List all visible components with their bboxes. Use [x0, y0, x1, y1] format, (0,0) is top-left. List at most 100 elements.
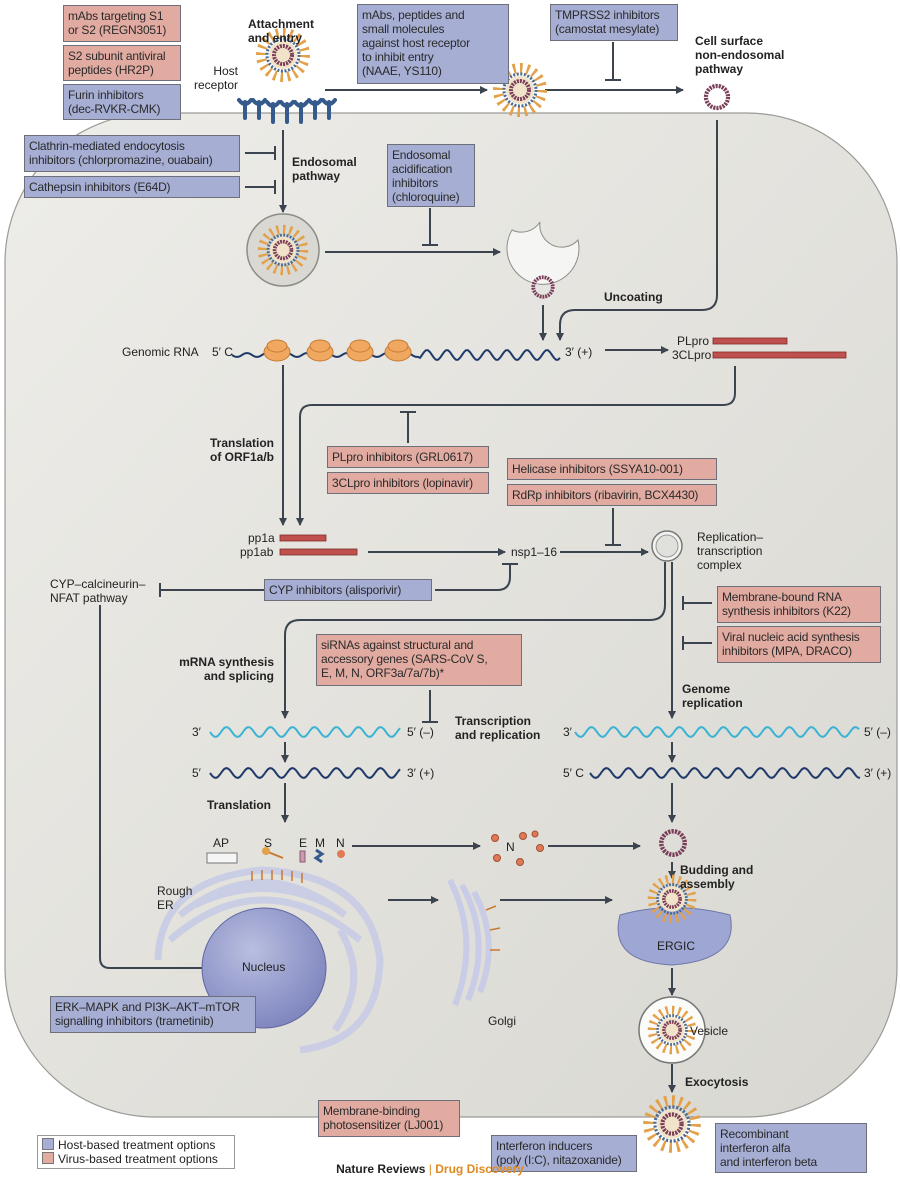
plpro-bar: [712, 337, 788, 345]
label-exocytosis: Exocytosis: [685, 1075, 749, 1089]
rough-er: [154, 866, 384, 1054]
box-host-receptor-blockers: mAbs, peptides and small molecules again…: [357, 4, 509, 84]
box-recombinant-interferon: Recombinant interferon alfa and interfer…: [715, 1123, 867, 1173]
arrow-from-3clpro: [296, 366, 736, 526]
label-n-free: N: [506, 840, 515, 854]
label-attachment: Attachment and entry: [248, 17, 315, 45]
box-tmprss2-inhibitors: TMPRSS2 inhibitors (camostat mesylate): [550, 4, 678, 41]
label-genome-replication: Genome replication: [682, 682, 743, 710]
label-plpro: PLpro: [677, 334, 710, 348]
label-rtc: Replication– transcription complex: [697, 530, 764, 572]
label-left-pos-3: 3′ (+): [407, 766, 435, 780]
label-e: E: [299, 836, 308, 850]
label-mrna-synthesis: mRNA synthesis and splicing: [179, 655, 274, 683]
legend-host-swatch: [42, 1138, 54, 1150]
box-acidification-inhibitors: Endosomal acidification inhibitors (chlo…: [387, 144, 475, 207]
arrow-surface-uncoating: [556, 120, 718, 341]
positive-strand-right: [589, 767, 861, 779]
negative-strand-left: [209, 726, 401, 738]
3clpro-bar: [712, 351, 847, 359]
box-cathepsin-inhibitors: Cathepsin inhibitors (E64D): [24, 176, 240, 198]
box-helicase-inhibitors: Helicase inhibitors (SSYA10-001): [507, 458, 717, 480]
label-right-neg-3: 3′: [563, 725, 572, 739]
rtc-inner-membrane: [655, 534, 679, 558]
box-3clpro-inhibitors: 3CLpro inhibitors (lopinavir): [327, 472, 489, 494]
label-budding: Budding and assembly: [680, 863, 754, 891]
footer-publisher: Nature Reviews: [336, 1162, 426, 1176]
sirna-inhibition: [422, 690, 438, 723]
label-s: S: [264, 836, 273, 850]
label-genomic-5c: 5′ C: [212, 345, 233, 359]
box-clathrin-inhibitors: Clathrin-mediated endocytosis inhibitors…: [24, 135, 240, 172]
label-m: M: [315, 836, 325, 850]
label-translation: Translation: [207, 798, 272, 812]
box-sirnas: siRNAs against structural and accessory …: [316, 634, 522, 686]
envelope-protein: [299, 850, 306, 863]
box-plpro-inhibitors: PLpro inhibitors (GRL0617): [327, 446, 489, 468]
label-translation-orf: Translation of ORF1a/b: [209, 436, 274, 464]
box-rdrp-inhibitors: RdRp inhibitors (ribavirin, BCX4430): [507, 484, 717, 506]
label-left-neg-5: 5′ (–): [407, 725, 434, 739]
box-cyp-inhibitors: CYP inhibitors (alisporivir): [264, 579, 432, 601]
box-interferon-inducers: Interferon inducers (poly (I:C), nitazox…: [491, 1135, 637, 1172]
box-furin-inhibitors: Furin inhibitors (dec-RVKR-CMK): [63, 84, 181, 120]
label-nucleus: Nucleus: [242, 960, 286, 974]
er-ribosomes: [251, 870, 303, 883]
legend-virus-swatch: [42, 1152, 54, 1164]
membrane-rna-inhibition: [682, 596, 712, 610]
legend-virus-label: Virus-based treatment options: [58, 1152, 218, 1166]
arrow-to-nucleus: [99, 605, 231, 972]
accessory-protein-ap: [206, 852, 238, 864]
label-right-neg-5: 5′ (–): [864, 725, 891, 739]
label-cyp-pathway: CYP–calcineurin– NFAT pathway: [50, 577, 146, 605]
label-golgi: Golgi: [488, 1014, 517, 1028]
nucleic-acid-inhibition: [682, 636, 712, 650]
label-endosomal: Endosomal pathway: [292, 155, 357, 183]
label-right-pos-5: 5′ C: [563, 766, 584, 780]
pp1ab-bar: [279, 548, 358, 556]
box-s2-peptides: S2 subunit antiviral peptides (HR2P): [63, 45, 181, 81]
tmprss2-inhibition: [605, 42, 621, 81]
clathrin-inhibition: [245, 146, 276, 160]
footer-credit: Nature Reviews | Drug Discovery: [0, 1162, 860, 1176]
spike-protein-head: [262, 847, 270, 855]
box-nucleic-acid-inhibitors: Viral nucleic acid synthesis inhibitors …: [717, 626, 881, 663]
label-3clpro: 3CLpro: [672, 348, 712, 362]
plpro-inhibition: [400, 411, 416, 443]
ribosomes: [263, 339, 412, 362]
legend-host-label: Host-based treatment options: [58, 1138, 216, 1152]
label-right-pos-3: 3′ (+): [864, 766, 892, 780]
label-genomic-3p: 3′ (+): [565, 345, 593, 359]
lysosome: [506, 221, 580, 285]
cathepsin-inhibition: [245, 180, 276, 194]
label-uncoating: Uncoating: [604, 290, 663, 304]
legend-host: Host-based treatment options: [42, 1138, 230, 1152]
box-photosensitizer: Membrane-binding photosensitizer (LJ001): [318, 1100, 460, 1137]
footer-journal: Drug Discovery: [435, 1162, 524, 1176]
membrane-protein: [313, 848, 325, 864]
box-membrane-rna-inhibitors: Membrane-bound RNA synthesis inhibitors …: [717, 586, 881, 623]
label-vesicle: Vesicle: [690, 1024, 729, 1038]
nucleocapsid-protein: [337, 850, 345, 858]
label-left-neg-3: 3′: [192, 725, 201, 739]
rdrp-inhibition: [605, 508, 621, 546]
box-erk-mapk-inhibitors: ERK–MAPK and PI3K–AKT–mTOR signalling in…: [50, 996, 256, 1033]
legend: Host-based treatment options Virus-based…: [37, 1135, 235, 1169]
label-cell-surface: Cell surface non-endosomal pathway: [695, 34, 785, 76]
virus-cell-surface-fusion: [706, 86, 728, 108]
cyp-pathway-inhibition: [159, 583, 264, 597]
footer-separator: |: [425, 1162, 436, 1176]
label-host-receptor: Host receptor: [193, 64, 238, 92]
box-mabs-s1-s2: mAbs targeting S1 or S2 (REGN3051): [63, 5, 181, 42]
label-nsp: nsp1–16: [511, 545, 558, 559]
arrow-mrna-synthesis: [281, 562, 666, 719]
positive-strand-left: [209, 767, 401, 779]
cyp-nsp-inhibition: [435, 563, 518, 591]
spike-protein: [267, 851, 284, 859]
label-ap: AP: [213, 836, 230, 850]
label-ergic: ERGIC: [657, 939, 696, 953]
label-pp1a: pp1a: [248, 531, 275, 545]
label-left-pos-5: 5′: [192, 766, 201, 780]
negative-strand-right: [574, 726, 860, 738]
